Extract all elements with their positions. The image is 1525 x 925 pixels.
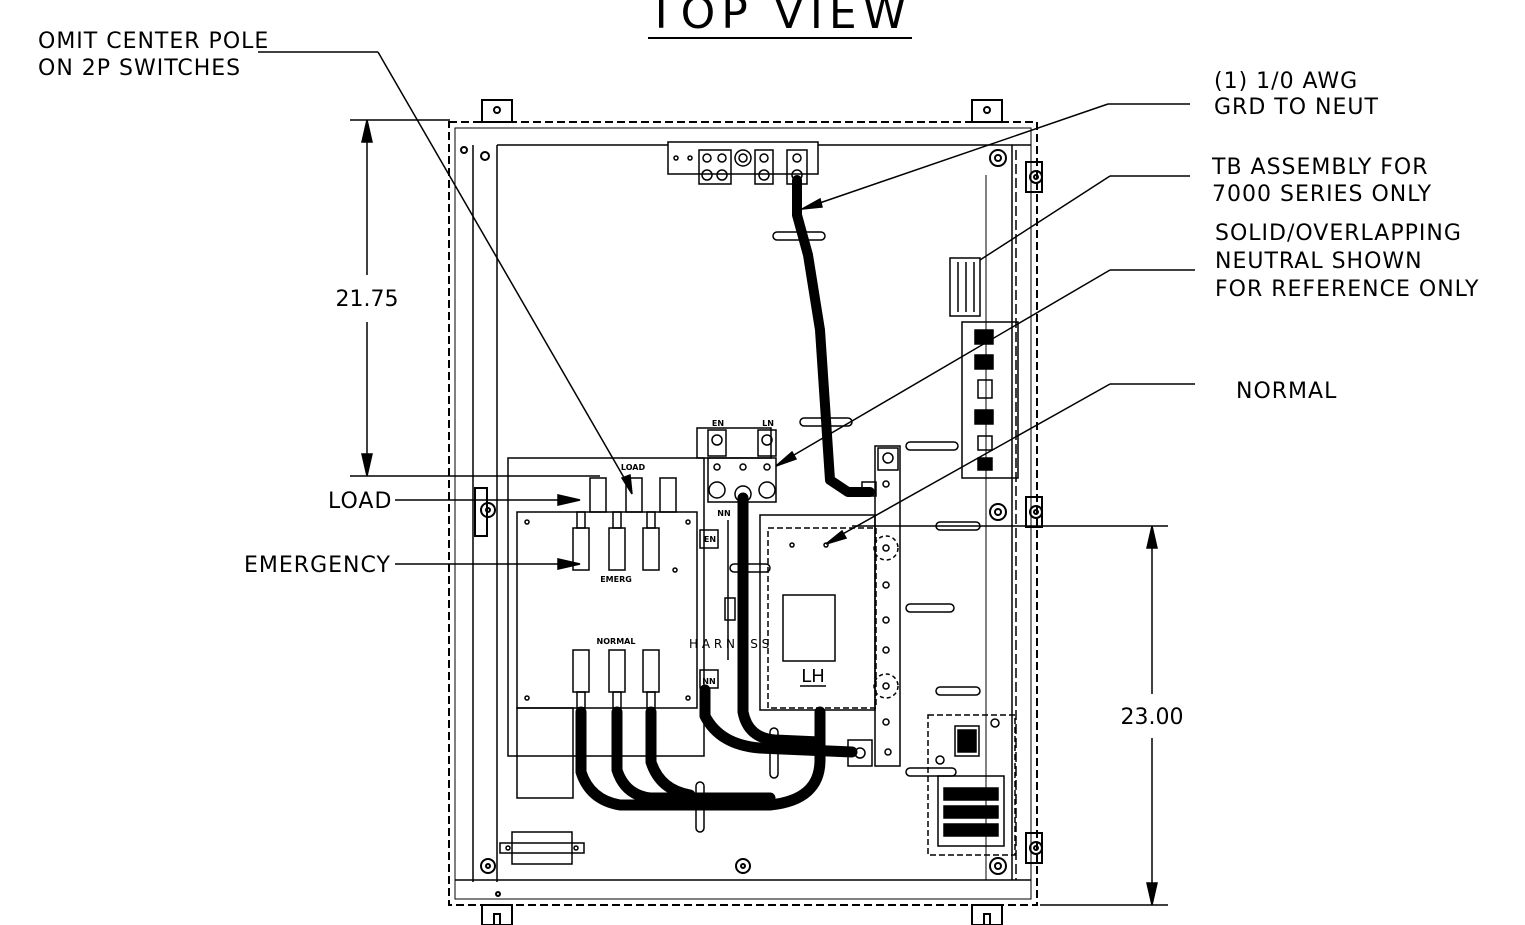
label-normal: NORMAL	[597, 637, 636, 646]
drawing-title: TOP VIEW	[647, 0, 912, 39]
callout-normal: NORMAL	[1236, 379, 1337, 404]
vertical-bus-bar	[847, 445, 901, 767]
enclosure	[448, 99, 1043, 925]
callout-solid-neutral-line2: NEUTRAL SHOWN	[1215, 249, 1423, 274]
callout-tb-assembly-line1: TB ASSEMBLY FOR	[1211, 155, 1429, 180]
label-nn-side: NN	[702, 677, 715, 686]
label-emerg: EMERG	[600, 575, 632, 584]
callout-leaders	[258, 51, 1195, 570]
load-cables	[575, 492, 858, 811]
callout-solid-neutral-line3: FOR REFERENCE ONLY	[1215, 277, 1479, 302]
tb-assembly	[949, 257, 1019, 479]
dimension-upper-value: 21.75	[336, 287, 399, 312]
dimension-upper	[350, 119, 600, 477]
ground-cable	[792, 175, 875, 497]
callout-grd-to-neut-line1: (1) 1/0 AWG	[1214, 69, 1358, 94]
callout-tb-assembly-line2: 7000 SERIES ONLY	[1212, 182, 1432, 207]
label-ln-top: LN	[762, 419, 774, 428]
callout-load: LOAD	[328, 489, 392, 514]
dimension-lower-value: 23.00	[1121, 705, 1184, 730]
label-en-top: EN	[712, 419, 724, 428]
label-nn-top: NN	[717, 509, 730, 518]
label-harness: H A R N E S S	[689, 637, 769, 651]
callout-omit-center-pole-line1: OMIT CENTER POLE	[38, 29, 269, 54]
label-lh: LH	[801, 666, 825, 687]
callout-omit-center-pole-line2: ON 2P SWITCHES	[38, 56, 241, 81]
label-en-side: EN	[704, 535, 716, 544]
callout-emergency: EMERGENCY	[244, 553, 391, 578]
transfer-switch	[507, 457, 705, 799]
bottom-bracket	[499, 831, 585, 865]
label-load-terminals: LOAD	[621, 463, 646, 472]
callout-grd-to-neut-line2: GRD TO NEUT	[1214, 95, 1379, 120]
control-relay-panel	[927, 714, 1016, 856]
callout-solid-neutral-line1: SOLID/OVERLAPPING	[1215, 221, 1462, 246]
dimension-lower	[852, 525, 1168, 906]
